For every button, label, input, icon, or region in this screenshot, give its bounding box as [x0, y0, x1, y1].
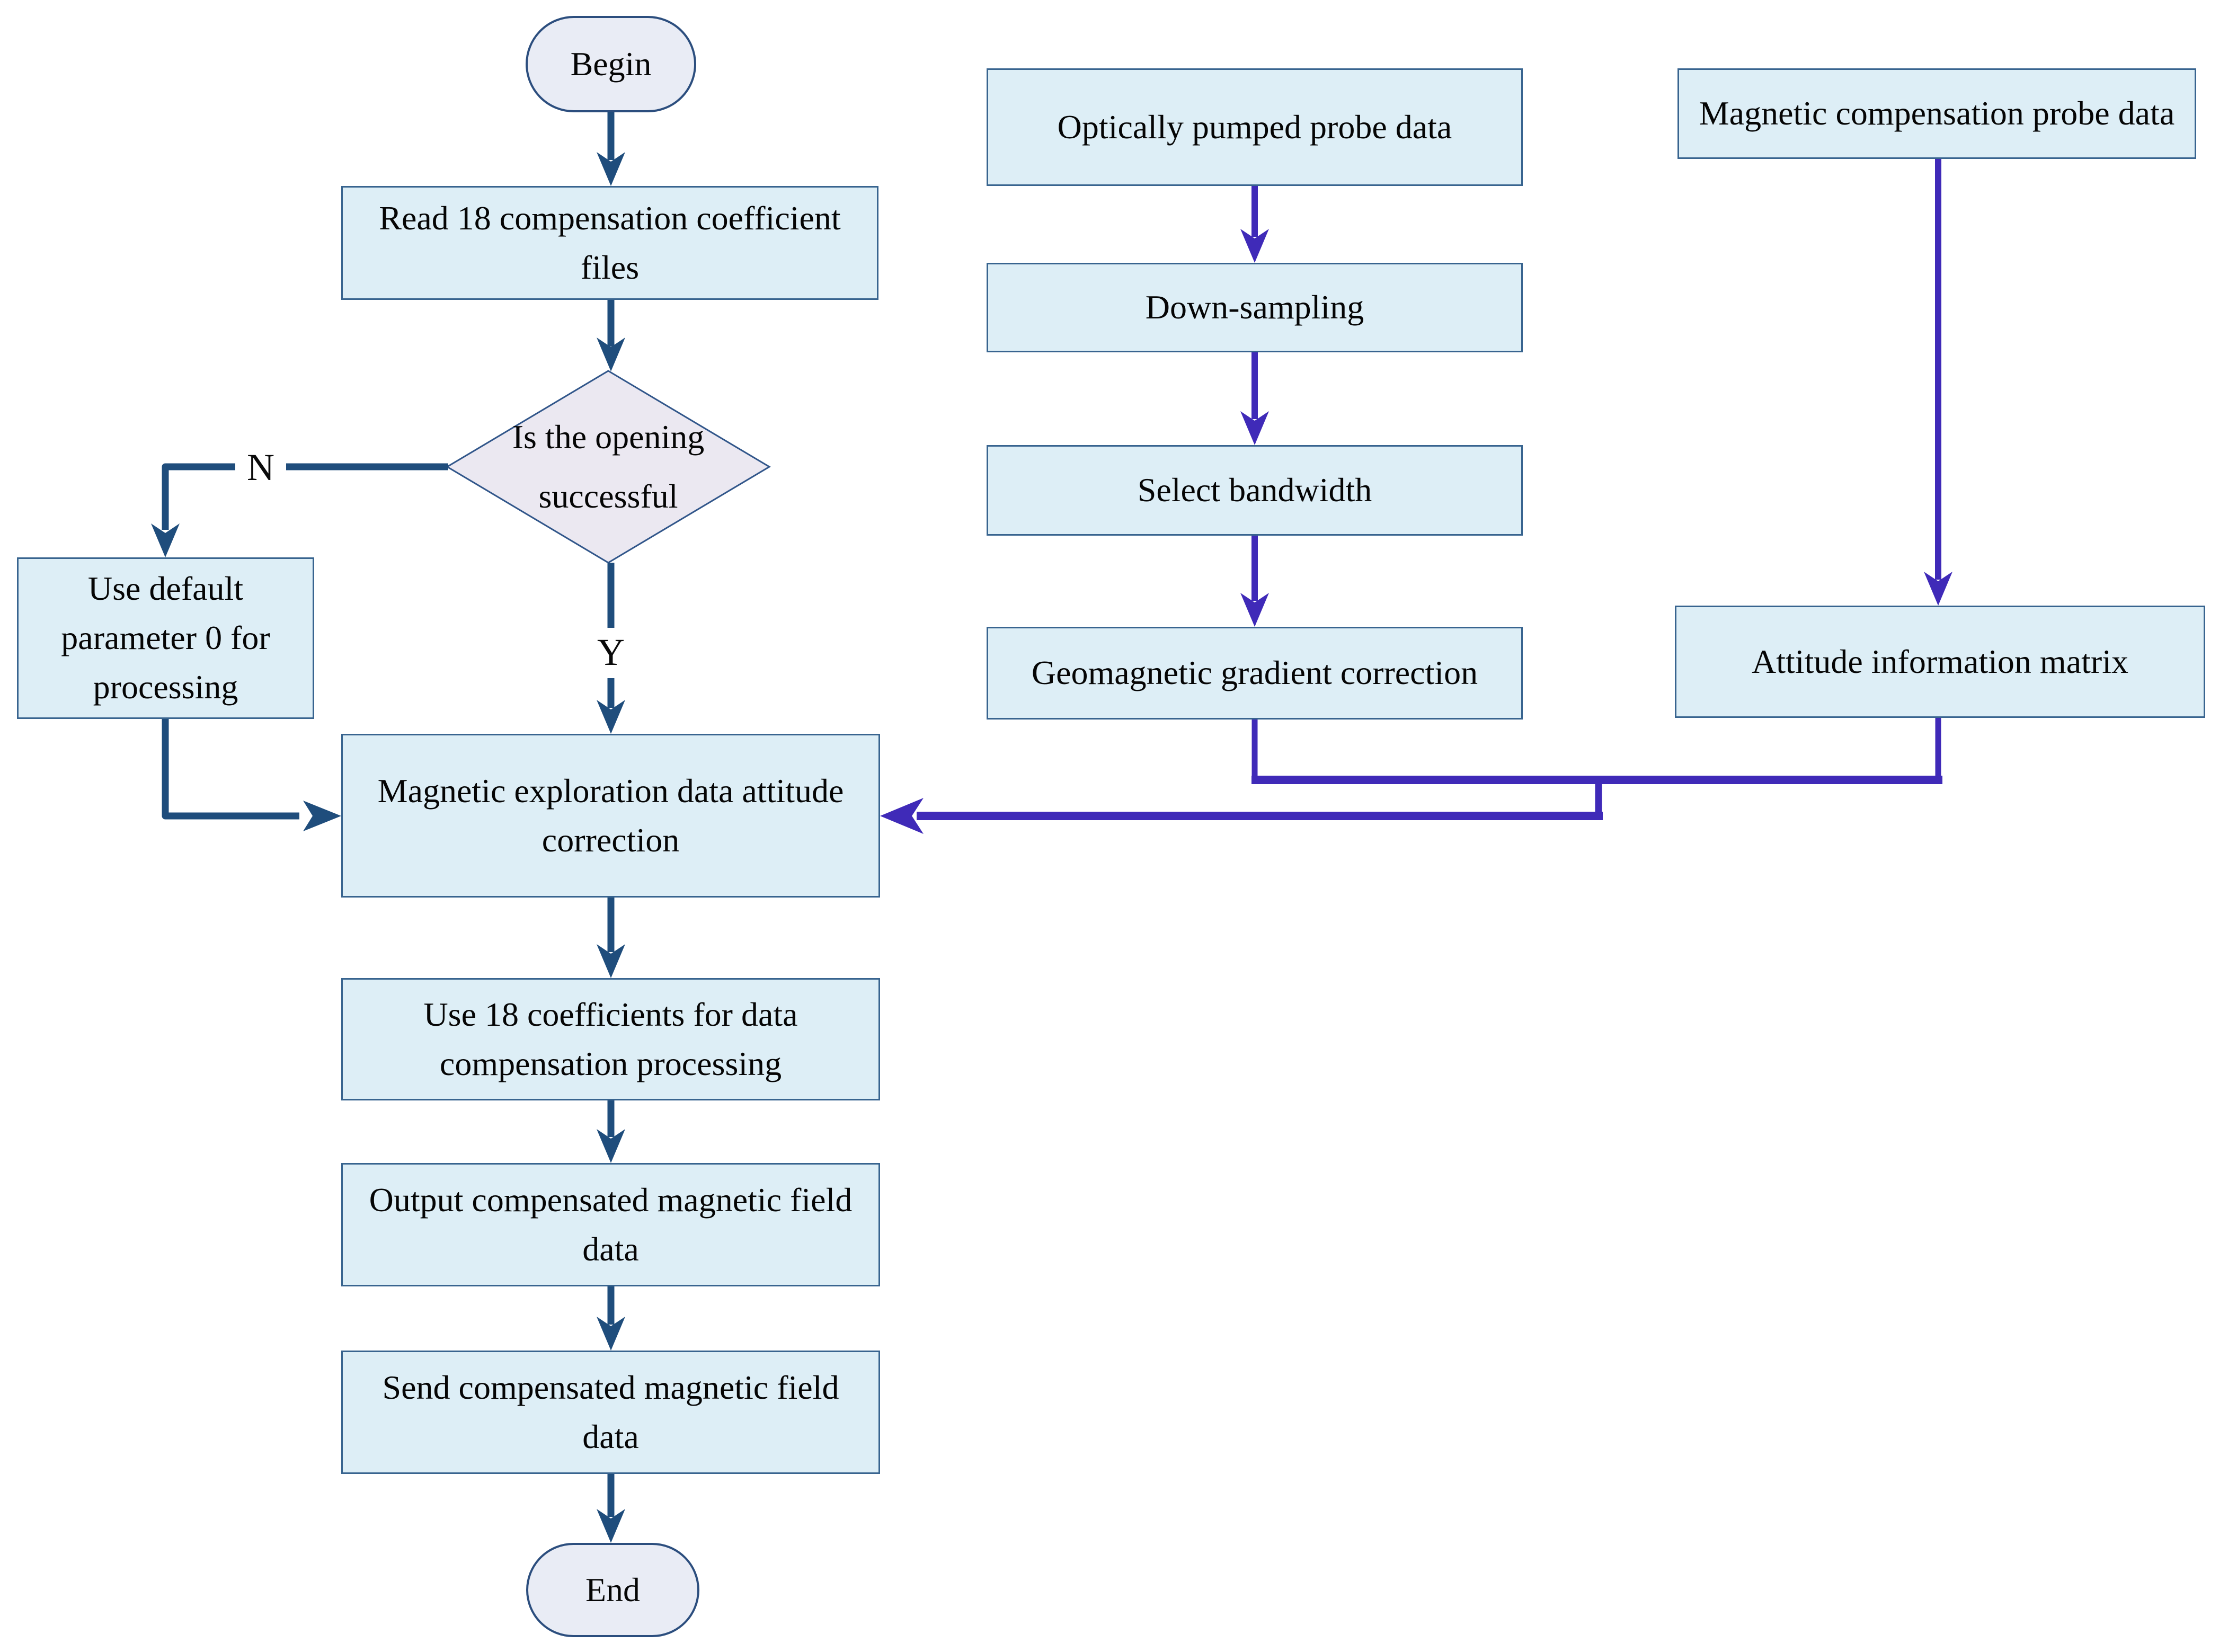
node-select-bandwidth-label: Select bandwidth — [1137, 471, 1372, 509]
node-magnetic-comp-probe: Magnetic compensation probe data — [1677, 68, 2196, 159]
arrow-output-to-send — [597, 1286, 625, 1351]
arrow-optically-to-downsampling — [1240, 186, 1269, 263]
node-attitude-correction: Magnetic exploration data attitude corre… — [341, 734, 880, 898]
arrow-read-to-decision — [597, 300, 625, 371]
node-use-18-coefficients: Use 18 coefficients for data compensatio… — [341, 978, 880, 1100]
arrow-bandwidth-to-geomagnetic — [1240, 536, 1269, 627]
node-decision-label: Is the opening successful — [512, 418, 705, 515]
node-optically-pumped: Optically pumped probe data — [987, 68, 1523, 186]
node-down-sampling-label: Down-sampling — [1145, 288, 1364, 326]
node-read-files: Read 18 compensation coefficient files — [341, 186, 878, 300]
arrow-downsampling-to-bandwidth — [1240, 352, 1269, 445]
arrow-send-to-end — [597, 1474, 625, 1543]
node-use-default: Use default parameter 0 for processing — [17, 557, 314, 719]
node-send-data: Send compensated magnetic field data — [341, 1351, 880, 1474]
node-attitude-matrix-label: Attitude information matrix — [1752, 642, 2128, 680]
node-output-data: Output compensated magnetic field data — [341, 1163, 880, 1286]
node-magnetic-comp-probe-label: Magnetic compensation probe data — [1699, 94, 2175, 132]
connector-geomagnetic-attitude-merge — [1251, 718, 1942, 784]
node-use-default-label: Use default parameter 0 for processing — [61, 570, 270, 706]
node-geomagnetic-correction: Geomagnetic gradient correction — [987, 627, 1523, 720]
node-end-label: End — [585, 1570, 641, 1609]
arrow-merged-into-attitude-correction — [880, 776, 1603, 834]
edge-label-yes: Y — [597, 631, 625, 673]
node-geomagnetic-correction-label: Geomagnetic gradient correction — [1031, 654, 1478, 692]
arrow-decision-yes-branch — [597, 563, 625, 734]
arrow-probe-to-attitude-matrix — [1924, 159, 1952, 606]
node-begin-label: Begin — [570, 45, 652, 83]
node-select-bandwidth: Select bandwidth — [987, 445, 1523, 536]
node-attitude-correction-label: Magnetic exploration data attitude corre… — [377, 771, 844, 859]
arrow-default-to-attitude-correction — [162, 719, 341, 831]
node-begin: Begin — [526, 16, 696, 112]
edge-label-no: N — [247, 446, 274, 489]
node-use-18-coefficients-label: Use 18 coefficients for data compensatio… — [423, 995, 798, 1082]
arrow-use18-to-output — [597, 1100, 625, 1163]
node-output-data-label: Output compensated magnetic field data — [369, 1180, 853, 1268]
arrow-attitude-correction-to-use18 — [597, 898, 625, 978]
node-optically-pumped-label: Optically pumped probe data — [1057, 108, 1452, 146]
arrow-begin-to-read — [597, 112, 625, 186]
node-decision: Is the opening successful — [486, 418, 730, 515]
arrow-decision-no-branch — [151, 463, 448, 557]
node-end: End — [526, 1543, 699, 1637]
node-down-sampling: Down-sampling — [987, 263, 1523, 352]
node-send-data-label: Send compensated magnetic field data — [382, 1368, 839, 1455]
node-read-files-label: Read 18 compensation coefficient files — [379, 199, 841, 286]
node-attitude-matrix: Attitude information matrix — [1675, 606, 2205, 718]
